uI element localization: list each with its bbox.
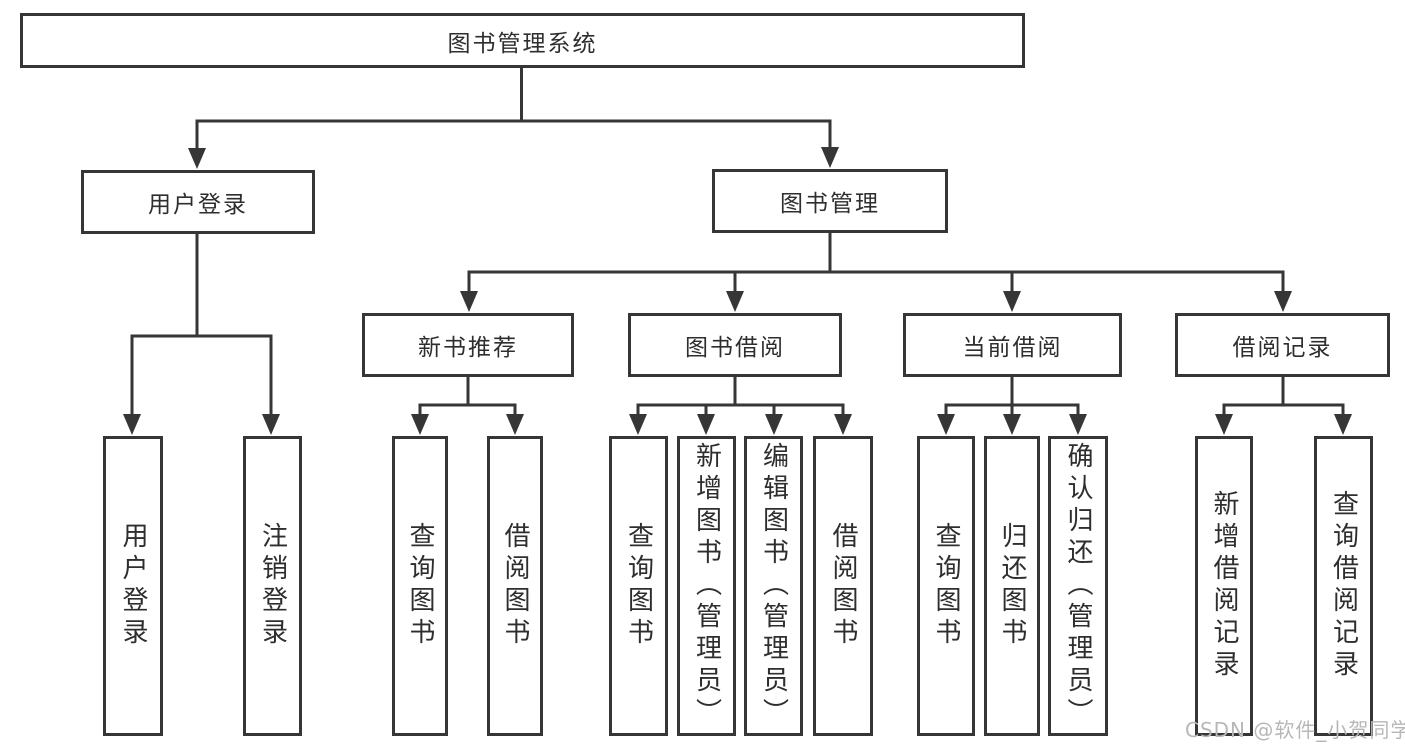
leaf-query-borrow-record-label: 查询借阅记录 bbox=[1328, 490, 1359, 682]
leaf-edit-books-admin-label: 编辑图书（管理员） bbox=[758, 442, 789, 730]
leaf-user-login: 用户登录 bbox=[103, 436, 163, 736]
connector-user-login-to-leaves bbox=[130, 234, 273, 415]
node-current-borrowing: 当前借阅 bbox=[903, 313, 1122, 377]
leaf-query-books-borrowing: 查询图书 bbox=[609, 436, 668, 736]
leaf-add-borrow-record: 新增借阅记录 bbox=[1195, 436, 1253, 736]
node-book-management: 图书管理 bbox=[712, 169, 948, 233]
node-borrowing-records: 借阅记录 bbox=[1175, 313, 1390, 377]
leaf-return-books-label: 归还图书 bbox=[997, 522, 1027, 650]
leaf-edit-books-admin: 编辑图书（管理员） bbox=[744, 436, 803, 736]
leaf-query-borrow-record: 查询借阅记录 bbox=[1314, 436, 1373, 736]
leaf-query-books-recommendation: 查询图书 bbox=[392, 436, 448, 736]
leaf-query-books-recommendation-label: 查询图书 bbox=[405, 522, 435, 650]
connector-borrowing-to-leaves bbox=[636, 377, 845, 415]
node-book-management-label: 图书管理 bbox=[780, 191, 880, 217]
csdn-watermark: CSDN @软件_小贺同学 bbox=[1185, 718, 1405, 742]
node-new-book-recommendation-label: 新书推荐 bbox=[418, 335, 518, 361]
node-book-borrowing-label: 图书借阅 bbox=[685, 335, 785, 361]
leaf-borrow-books-recommendation-label: 借阅图书 bbox=[500, 522, 530, 650]
connector-records-to-leaves bbox=[1222, 377, 1345, 415]
leaf-add-books-admin-label: 新增图书（管理员） bbox=[691, 442, 722, 730]
node-user-login: 用户登录 bbox=[81, 170, 315, 234]
node-new-book-recommendation: 新书推荐 bbox=[362, 313, 574, 377]
leaf-query-books-borrowing-label: 查询图书 bbox=[623, 522, 654, 650]
leaf-return-books: 归还图书 bbox=[984, 436, 1040, 736]
connector-book-management-to-level3 bbox=[467, 233, 1285, 292]
leaf-logout: 注销登录 bbox=[243, 436, 302, 736]
node-root: 图书管理系统 bbox=[20, 13, 1025, 68]
leaf-user-login-label: 用户登录 bbox=[118, 522, 148, 650]
leaf-query-books-current-label: 查询图书 bbox=[931, 522, 961, 650]
leaf-borrow-books-borrowing-label: 借阅图书 bbox=[828, 522, 858, 650]
node-current-borrowing-label: 当前借阅 bbox=[962, 335, 1063, 361]
leaf-confirm-return-admin-label: 确认归还（管理员） bbox=[1063, 442, 1093, 730]
leaf-borrow-books-borrowing: 借阅图书 bbox=[813, 436, 873, 736]
node-root-label: 图书管理系统 bbox=[447, 30, 598, 57]
arrowheads bbox=[123, 147, 1352, 435]
node-book-borrowing: 图书借阅 bbox=[628, 313, 842, 377]
connector-root-to-level2 bbox=[195, 68, 832, 149]
leaf-add-borrow-record-label: 新增借阅记录 bbox=[1209, 490, 1239, 682]
connector-recommendation-to-leaves bbox=[418, 377, 517, 415]
leaf-query-books-current: 查询图书 bbox=[917, 436, 975, 736]
node-user-login-label: 用户登录 bbox=[148, 192, 248, 218]
leaf-logout-label: 注销登录 bbox=[257, 522, 288, 650]
leaf-add-books-admin: 新增图书（管理员） bbox=[677, 436, 736, 736]
node-borrowing-records-label: 借阅记录 bbox=[1232, 335, 1333, 361]
leaf-confirm-return-admin: 确认归还（管理员） bbox=[1048, 436, 1108, 736]
connector-current-to-leaves bbox=[944, 377, 1080, 415]
leaf-borrow-books-recommendation: 借阅图书 bbox=[487, 436, 543, 736]
